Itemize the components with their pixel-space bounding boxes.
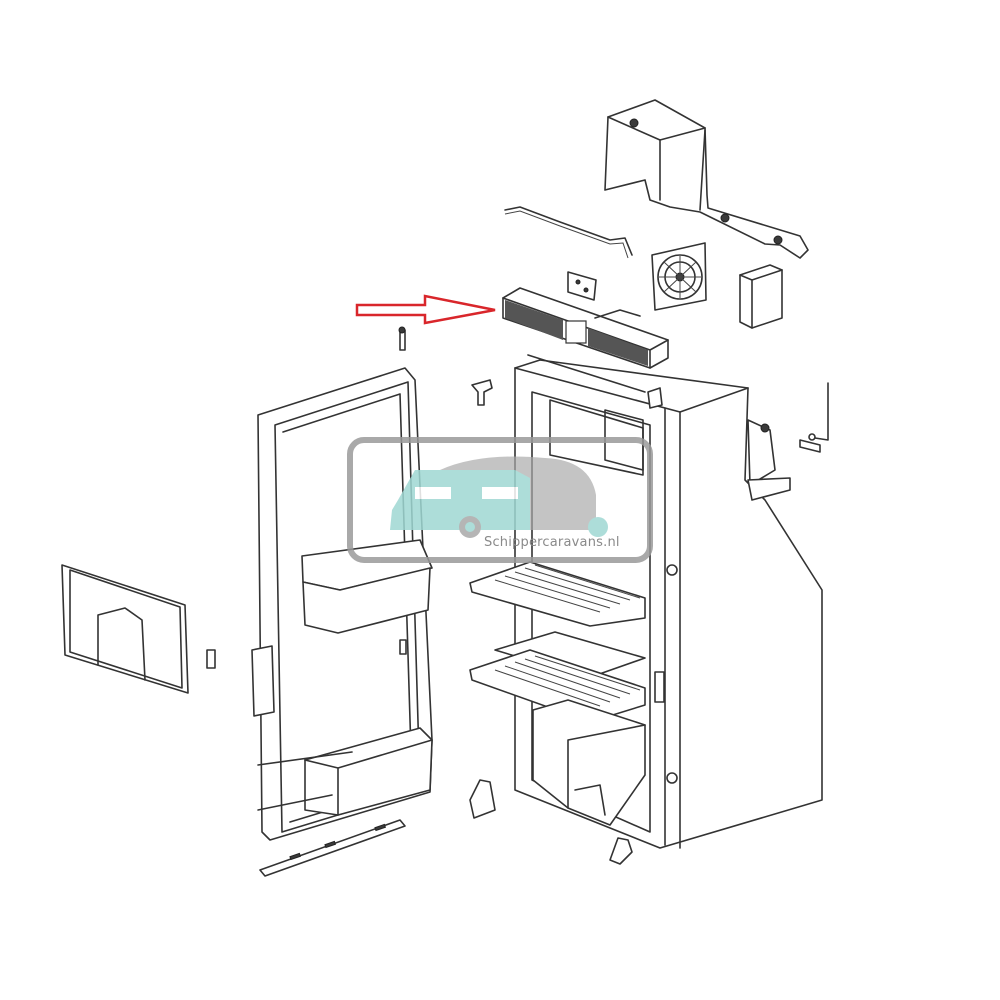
crisper-drawer [532, 699, 646, 826]
hinge-bottom [469, 779, 496, 819]
control-panel-grille [502, 287, 669, 369]
fan [651, 242, 707, 311]
shelf-lower [469, 649, 646, 723]
watermark [347, 437, 653, 563]
hinge-side [609, 837, 633, 865]
compressor [747, 419, 791, 501]
power-cable [504, 206, 633, 259]
allen-key [808, 382, 829, 441]
connector [799, 439, 821, 453]
top-cover-bracket [604, 99, 809, 259]
door-panel [61, 564, 189, 694]
door [251, 367, 433, 841]
latch-small [206, 649, 216, 669]
highlight-arrow-icon [355, 294, 496, 325]
watermark-text: Schippercaravans.nl [484, 535, 620, 550]
mount-plate [567, 271, 597, 301]
electronics-box [739, 264, 783, 329]
bottom-strip [259, 819, 406, 877]
hinge-top [471, 379, 493, 406]
hinge-pin-top [398, 326, 406, 351]
